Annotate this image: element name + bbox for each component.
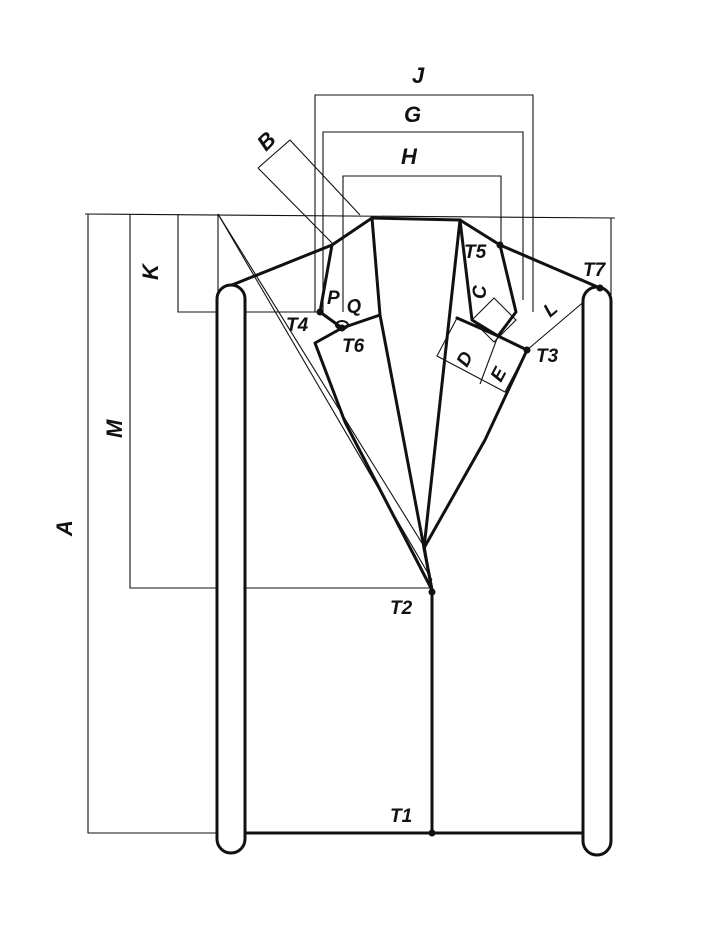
label-g: G [404,102,421,127]
dimension-a [87,214,218,834]
label-j: J [412,63,425,88]
label-t2: T2 [390,598,413,619]
left-shoulder [230,216,374,287]
label-t1: T1 [390,806,412,827]
label-p: P [327,288,340,309]
points [316,241,604,837]
label-t3: T3 [536,346,559,367]
dimension-c [471,297,517,343]
dimension-b [257,139,361,244]
dimension-g [322,131,524,312]
point-t1 [428,829,436,837]
right-sleeve [581,285,613,857]
right-front-inner [422,218,462,550]
point-t3 [523,346,531,354]
point-t2 [428,588,436,596]
dimension-k [177,214,320,313]
dimension-h [342,175,502,312]
front-closure [422,546,434,592]
label-t7: T7 [583,260,607,281]
point-t4 [316,308,324,316]
point-t7 [596,284,604,292]
label-e: E [487,363,512,385]
label-t5: T5 [464,242,487,263]
dimension-lines [84,94,616,834]
label-t6: T6 [342,336,365,357]
dimension-e-divider [479,335,499,385]
label-c: C [470,285,491,299]
dimension-j [314,94,534,312]
left-sleeve [215,283,247,855]
label-a: A [52,520,77,537]
dimension-m [129,214,430,589]
label-k: K [138,262,163,280]
back-neck [370,216,462,222]
point-t6 [338,324,346,332]
top-reference-line [84,213,616,219]
left-lapel-inner [370,216,434,592]
point-t5 [496,241,504,249]
left-lapel-outer [313,326,434,592]
label-l: L [540,298,562,322]
label-q: Q [345,295,364,319]
left-collar [318,243,382,330]
label-t4: T4 [286,315,309,336]
label-h: H [401,144,418,169]
label-m: M [102,419,127,438]
diagonal-guide-2 [217,213,426,549]
